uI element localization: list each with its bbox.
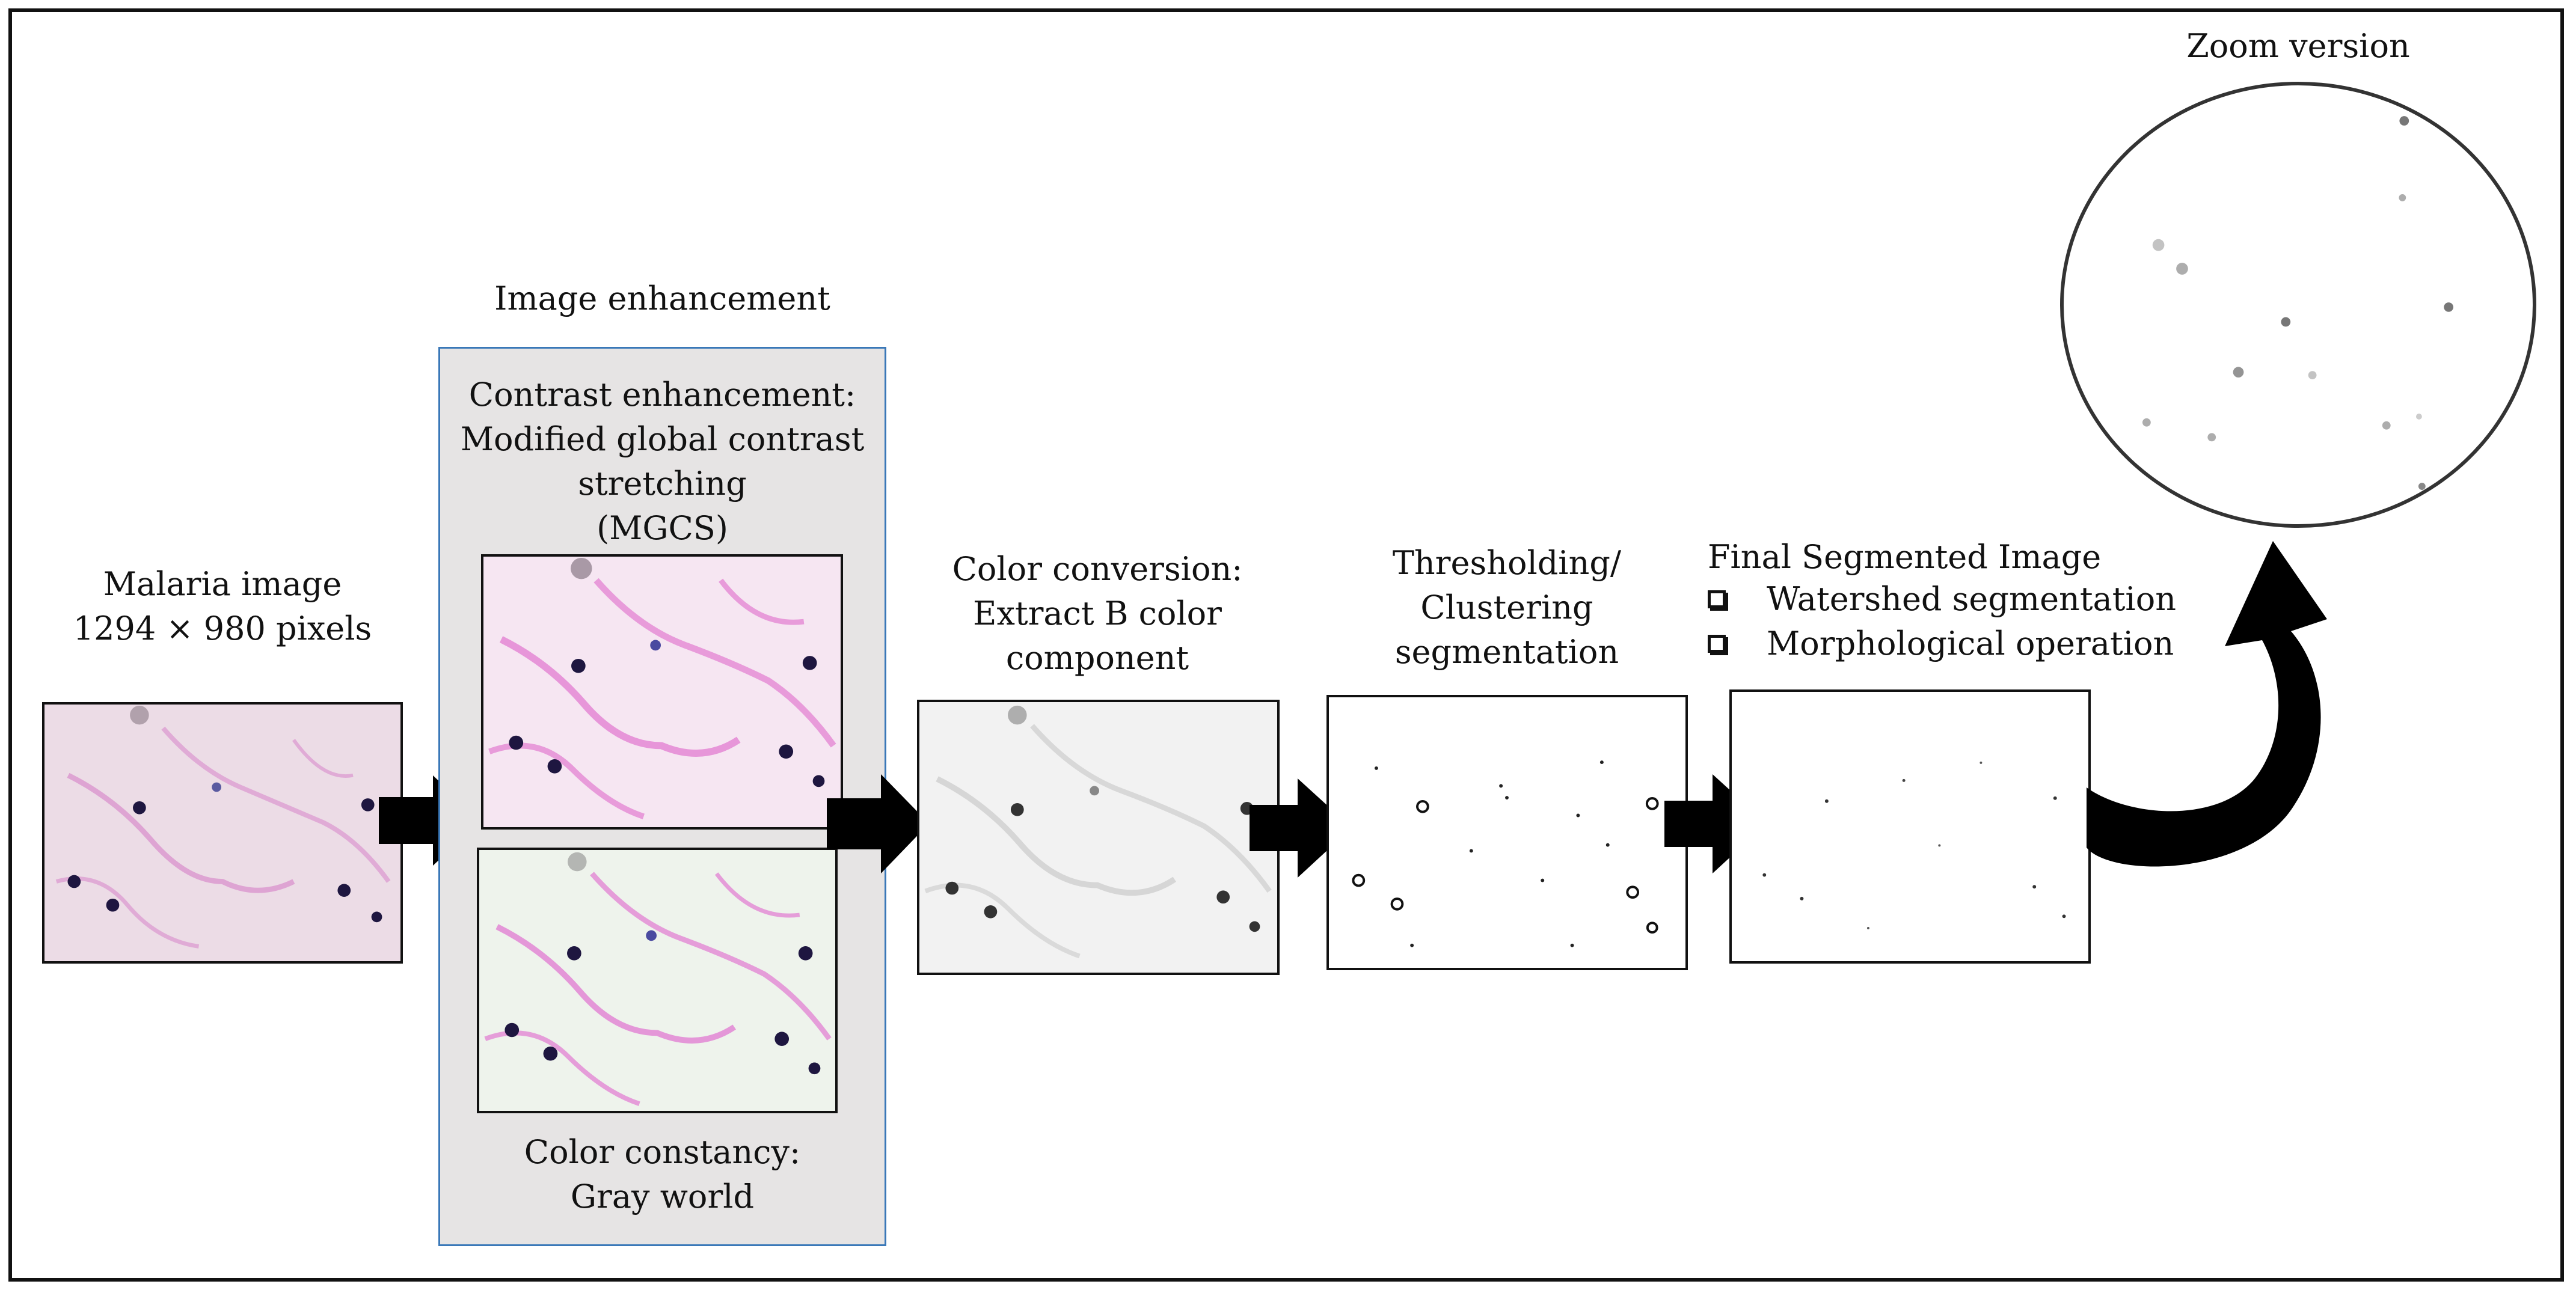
malaria-image-label: Malaria image 1294 × 980 pixels	[42, 562, 403, 651]
block-arrow-right-icon	[1664, 774, 1767, 873]
final-segmented-image-graphic	[1732, 692, 2088, 961]
block-arrow-right-icon	[1250, 778, 1352, 878]
b-component-image-graphic	[919, 702, 1277, 973]
conversion-line-1: Color conversion:	[952, 550, 1243, 588]
malaria-image-graphic	[44, 705, 400, 961]
contrast-line-2: Modified global contrast	[460, 420, 865, 458]
constancy-line-2: Gray world	[570, 1178, 755, 1215]
zoom-version-title: Zoom version	[2186, 27, 2410, 65]
checkbox-icon	[1708, 635, 1726, 653]
watershed-label: Watershed segmentation	[1767, 580, 2176, 618]
threshold-line-3: segmentation	[1394, 633, 1619, 671]
block-arrow-right-icon	[827, 774, 929, 873]
malaria-image	[42, 702, 403, 964]
mgcs-image-graphic	[483, 557, 841, 827]
zoom-version-graphic	[2142, 116, 2454, 490]
image-enhancement-title: Image enhancement	[494, 280, 830, 317]
color-conversion-label: Color conversion: Extract B color compon…	[917, 547, 1278, 680]
malaria-image-title: Malaria image	[103, 565, 342, 603]
mgcs-image	[481, 554, 843, 830]
zoom-version-circle	[2060, 82, 2536, 528]
constancy-line-1: Color constancy:	[524, 1133, 801, 1171]
curved-arrow-icon	[2087, 541, 2327, 867]
final-operation-item: Watershed segmentation	[1708, 577, 2176, 622]
checkbox-icon	[1708, 590, 1726, 608]
threshold-line-2: Clustering	[1420, 588, 1593, 626]
thresholded-image-graphic	[1329, 697, 1685, 968]
conversion-line-2: Extract B color	[973, 595, 1222, 632]
malaria-image-size: 1294 × 980 pixels	[73, 610, 372, 647]
final-operations-list: Watershed segmentation Morphological ope…	[1708, 577, 2176, 666]
thresholded-image	[1326, 695, 1688, 970]
final-segmented-image	[1729, 689, 2091, 964]
morphological-label: Morphological operation	[1767, 625, 2174, 662]
contrast-line-1: Contrast enhancement:	[468, 376, 856, 414]
conversion-line-3: component	[1005, 639, 1189, 677]
contrast-enhancement-label: Contrast enhancement: Modified global co…	[438, 373, 886, 551]
contrast-line-3: stretching	[578, 465, 747, 503]
threshold-line-1: Thresholding/	[1392, 544, 1622, 582]
final-segmented-title: Final Segmented Image	[1708, 538, 2102, 576]
thresholding-label: Thresholding/ Clustering segmentation	[1326, 541, 1687, 674]
final-operation-item: Morphological operation	[1708, 622, 2176, 666]
b-component-image	[917, 700, 1280, 975]
gray-world-image	[477, 848, 838, 1113]
color-constancy-label: Color constancy: Gray world	[438, 1130, 886, 1219]
contrast-line-4: (MGCS)	[596, 509, 728, 547]
gray-world-image-graphic	[479, 850, 835, 1111]
